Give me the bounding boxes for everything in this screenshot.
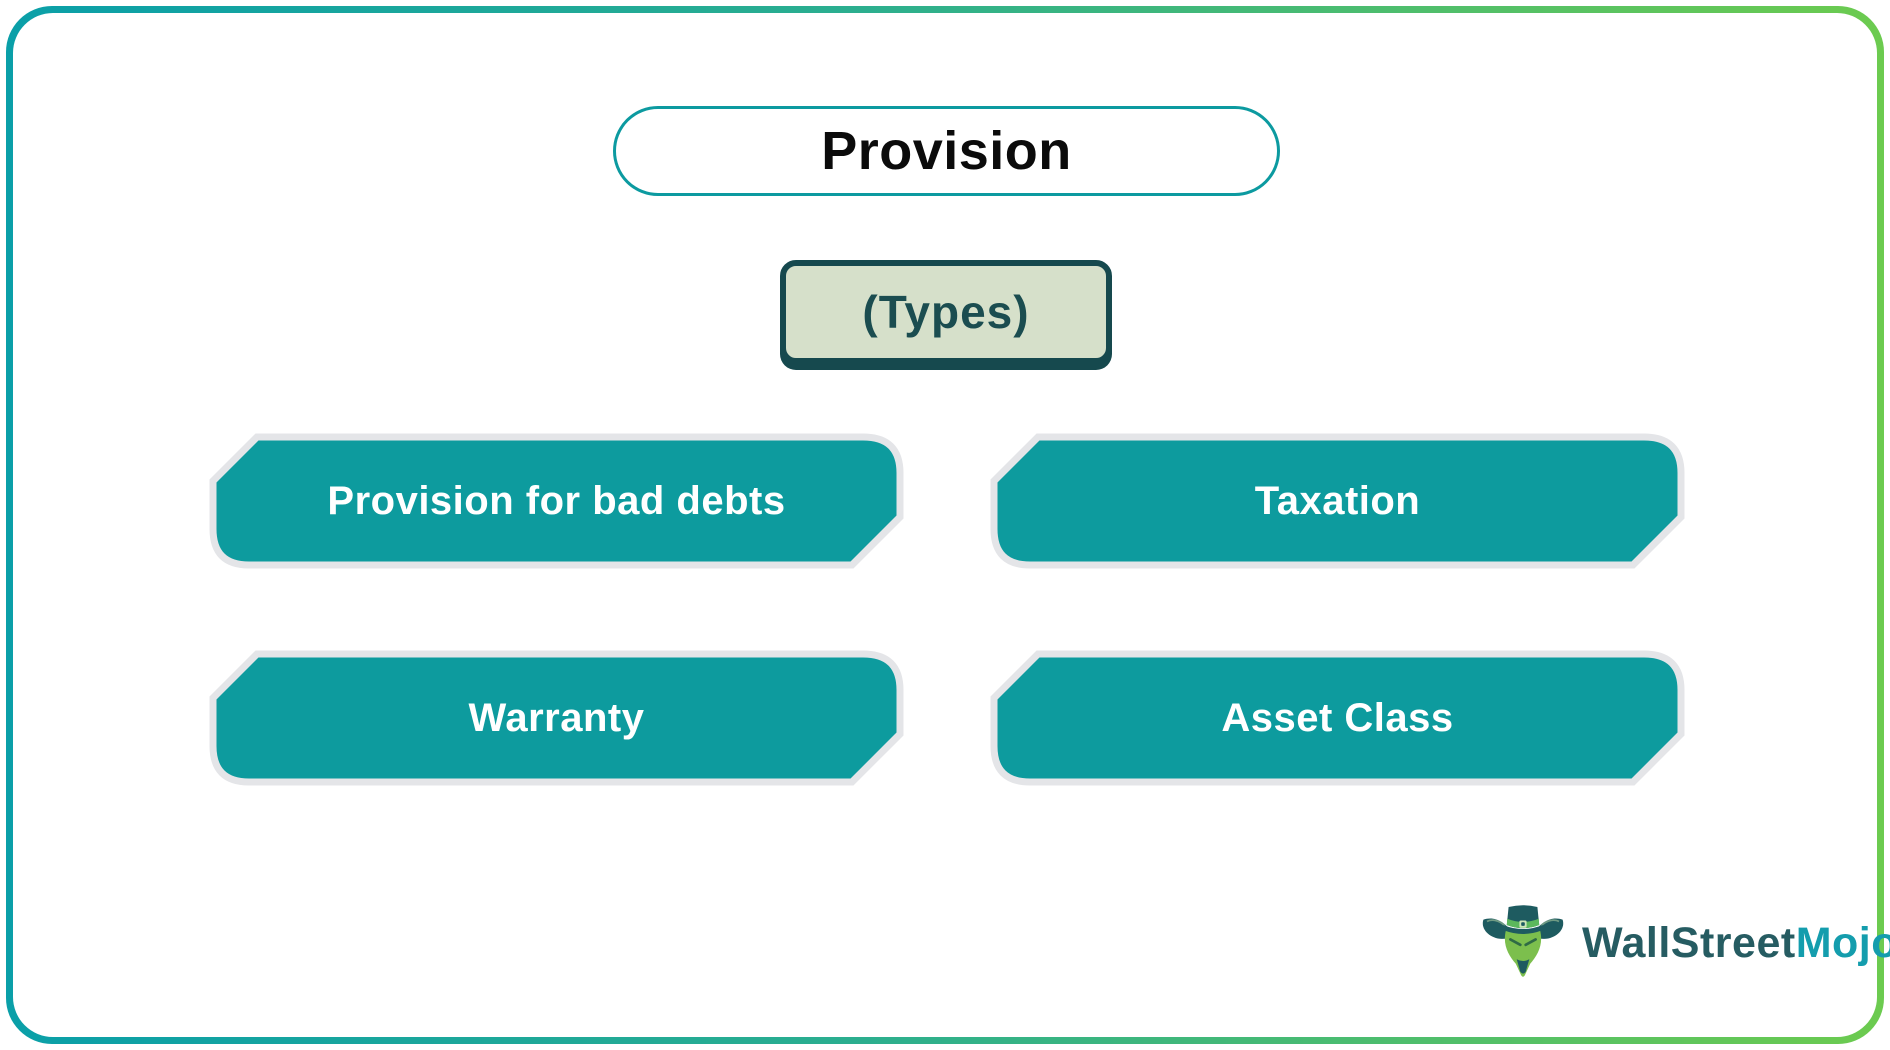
type-box-label: Warranty [468, 695, 645, 740]
brand-text-secondary: Mojo [1795, 918, 1890, 967]
chamfered-box-shape [990, 433, 1685, 569]
page-title: Provision [821, 121, 1072, 181]
chamfered-box-shape [990, 650, 1685, 786]
type-box-provision-for-bad-debts: Provision for bad debts [209, 433, 904, 569]
type-box-label: Taxation [1254, 478, 1421, 523]
type-box-label: Asset Class [1221, 695, 1454, 740]
bull-with-top-hat-icon [1482, 905, 1564, 977]
brand-text-primary: WallStreet [1582, 918, 1796, 967]
type-box-warranty: Warranty [209, 650, 904, 786]
type-box-asset-class: Asset Class [990, 650, 1685, 786]
type-box-label: Provision for bad debts [327, 478, 786, 523]
types-badge: (Types) [780, 260, 1112, 364]
type-box-taxation: Taxation [990, 433, 1685, 569]
types-badge-label: (Types) [862, 286, 1030, 338]
wallstreetmojo-logo: WallStreetMojo [1478, 898, 1890, 988]
chamfered-box-shape [209, 433, 904, 569]
chamfered-box-shape [209, 650, 904, 786]
title-pill: Provision [613, 106, 1280, 196]
brand-wordmark: WallStreetMojo [1582, 919, 1890, 968]
